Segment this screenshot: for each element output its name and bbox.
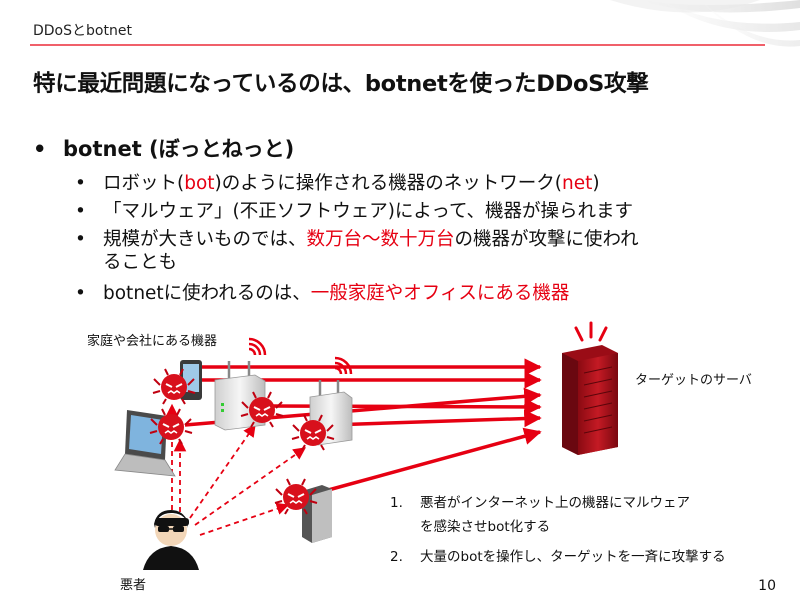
bullet-dot: • xyxy=(33,137,47,161)
slide-title: 特に最近問題になっているのは、botnetを使ったDDoS攻撃 xyxy=(33,71,649,97)
main-bullet-text: botnet (ぼっとねっと) xyxy=(63,137,295,161)
sub-bullet-1-pre: ロボット( xyxy=(103,173,185,194)
server-icon xyxy=(562,345,618,455)
step-2-line1: 大量のbotを操作し、ターゲットを一斉に攻撃する xyxy=(420,549,726,565)
devices-label: 家庭や会社にある機器 xyxy=(87,334,218,349)
section-title: DDoSとbotnet xyxy=(33,23,132,39)
sub-bullet-1-mid: )のように操作される機器のネットワーク( xyxy=(214,173,562,194)
sub-bullet-2-text: 「マルウェア」(不正ソフトウェア)によって、機器が操られます xyxy=(103,201,634,222)
sub-bullet-3-pre: 規模が大きいものでは、 xyxy=(103,229,307,250)
sub-bullet-1-highlight-bot: bot xyxy=(184,173,215,194)
attacker-label: 悪者 xyxy=(120,578,147,593)
bullet-dot: • xyxy=(75,201,86,222)
step-1-line2: を感染させbot化する xyxy=(420,519,551,535)
step-number: 2. xyxy=(390,549,403,565)
laptop-icon xyxy=(114,410,176,477)
server-label: ターゲットのサーバ xyxy=(635,373,752,388)
sub-bullet-3-highlight: 数万台〜数十万台 xyxy=(306,229,455,250)
bullet-dot: • xyxy=(75,173,86,194)
sub-bullet-1-highlight-net: net xyxy=(561,173,593,194)
sub-bullet-3-post: の機器が攻撃に使われ xyxy=(454,229,639,250)
page-number: 10 xyxy=(758,578,776,594)
step-number: 1. xyxy=(390,495,403,511)
step-1: 1. 悪者がインターネット上の機器にマルウェア xyxy=(390,491,690,511)
main-bullet: • botnet (ぼっとねっと) xyxy=(33,133,294,163)
impact-icon xyxy=(574,321,608,342)
step-1-line1: 悪者がインターネット上の機器にマルウェア xyxy=(420,495,690,511)
sub-bullet-4-pre: botnetに使われるのは、 xyxy=(103,283,311,304)
bullet-dot: • xyxy=(75,283,86,304)
bullet-dot: • xyxy=(75,229,86,250)
sub-bullet-3-line2: ることも xyxy=(103,252,178,273)
sub-bullet-4-highlight: 一般家庭やオフィスにある機器 xyxy=(310,283,570,304)
sub-bullet-1-post: ) xyxy=(592,173,600,194)
step-2: 2. 大量のbotを操作し、ターゲットを一斉に攻撃する xyxy=(390,545,726,565)
wifi-icon xyxy=(334,356,353,375)
attacker-icon xyxy=(143,510,199,570)
wifi-icon xyxy=(248,337,267,356)
infection-arrows xyxy=(165,403,307,536)
